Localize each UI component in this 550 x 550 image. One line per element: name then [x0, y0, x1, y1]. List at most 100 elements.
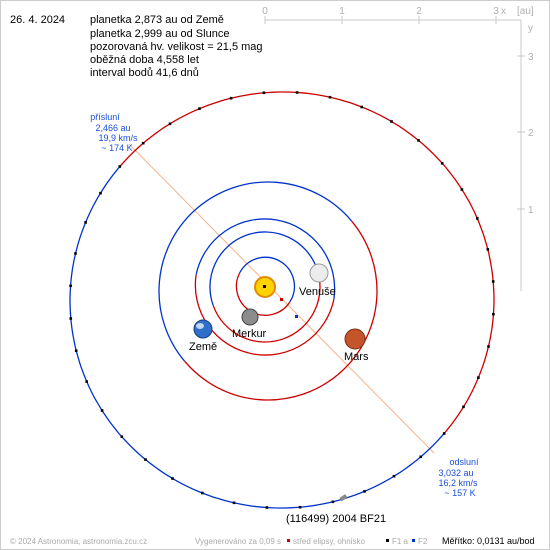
venus-orbit-south-arc	[212, 267, 321, 343]
orbit-point	[419, 455, 423, 459]
legend-f1-marker	[386, 539, 389, 542]
orbit-point	[74, 252, 77, 255]
mercury: Merkur	[232, 308, 267, 340]
orbit-point	[168, 122, 172, 126]
orbit-point	[295, 91, 299, 94]
aphelion-temperature: ~ 157 K	[444, 488, 475, 498]
orbit-point	[486, 248, 490, 251]
orbit-point	[201, 491, 204, 495]
orbit-point	[100, 409, 104, 412]
legend-f2-marker	[412, 539, 415, 542]
info-line: planetka 2,999 au od Slunce	[90, 28, 229, 40]
orbit-point	[171, 477, 174, 480]
orbit-point	[331, 500, 335, 504]
mercury-label: Merkur	[232, 328, 267, 340]
orbit-point	[118, 165, 122, 168]
orbit-point	[440, 162, 444, 165]
orbit-point	[144, 458, 147, 461]
ellipse-center-marker	[280, 298, 283, 301]
y-axis-name: y	[528, 23, 533, 34]
asteroid-orbit-upper-arc	[118, 91, 495, 434]
earth-disc	[193, 319, 213, 339]
aphelion-label: odsluní 3,032 au 16,2 km/s ~ 157 K	[438, 457, 479, 498]
orbit-point	[120, 435, 124, 438]
asteroid: (116499) 2004 BF21	[286, 494, 386, 525]
legend-f1-text: F1 a	[392, 537, 409, 546]
orbit-point	[298, 505, 302, 509]
earth-label: Země	[189, 341, 217, 353]
orbit-point	[476, 217, 479, 220]
earth-orbit-south-arc	[194, 274, 335, 356]
orbit-point	[477, 376, 480, 379]
mars-orbit-north-arc	[158, 181, 352, 362]
date-label: 26. 4. 2024	[10, 14, 65, 26]
orbit-point	[69, 317, 73, 320]
perihelion-title: přísluní	[90, 112, 120, 122]
orbit-point	[328, 95, 332, 99]
mercury-orbit-north-arc	[239, 256, 296, 302]
axis-unit: [au]	[517, 6, 534, 17]
orbit-point	[141, 141, 145, 145]
sun	[254, 276, 276, 298]
mars-disc	[344, 328, 366, 350]
focus-f1-marker	[263, 285, 266, 288]
asteroid-label: (116499) 2004 BF21	[286, 513, 386, 525]
legend-center-text: střed elipsy, ohnisko	[293, 537, 365, 546]
y-tick-label: 1	[528, 205, 534, 216]
earth-orbit-north-arc	[195, 218, 336, 300]
orbit-point	[492, 312, 495, 316]
orbit-point	[360, 105, 363, 109]
y-tick-label: 2	[528, 128, 534, 139]
orbit-point	[462, 405, 465, 409]
venus-label: Venuše	[299, 286, 336, 298]
orbit-point	[262, 91, 266, 95]
mars-label: Mars	[344, 351, 369, 363]
y-tick-label: 3	[528, 52, 534, 63]
orbit-point	[99, 191, 102, 195]
info-line: pozorovaná hv. velikost = 21,5 mag	[90, 41, 263, 53]
orbit-point	[390, 120, 393, 123]
perihelion-temperature: ~ 174 K	[101, 143, 132, 153]
asteroid-marker	[339, 494, 348, 502]
perihelion-label: přísluní 2,466 au 19,9 km/s ~ 174 K	[90, 112, 138, 153]
orbit-point	[74, 349, 78, 352]
aphelion-distance: 3,032 au	[438, 468, 473, 478]
x-axis-name: x	[501, 6, 506, 17]
orbit-point	[265, 506, 269, 509]
info-line: planetka 2,873 au od Země	[90, 14, 224, 26]
orbit-point	[487, 345, 490, 348]
info-line: oběžná doba 4,558 let	[90, 54, 199, 66]
orbit-point	[442, 432, 446, 435]
focus-f2-marker	[295, 315, 298, 318]
mars: Mars	[344, 328, 369, 363]
x-tick-label: 3	[493, 6, 499, 17]
venus-disc	[309, 263, 329, 283]
copyright-text: © 2024 Astronomia, astronomia.zcu.cz	[10, 537, 147, 546]
orbit-point	[232, 501, 236, 505]
generated-text: Vygenerováno za 0,09 s	[195, 537, 281, 546]
aphelion-title: odsluní	[449, 457, 479, 467]
earth: Země	[189, 319, 217, 353]
axes: 0 1 2 3 x [au] 3 2 1 y	[262, 6, 534, 291]
x-tick-label: 1	[339, 6, 345, 17]
header: 26. 4. 2024 planetka 2,873 au od Země pl…	[10, 14, 263, 79]
orbit-point	[491, 280, 495, 283]
x-tick-label: 0	[262, 6, 268, 17]
orbit-point	[363, 490, 366, 493]
footer: © 2024 Astronomia, astronomia.zcu.cz Vyg…	[10, 536, 535, 546]
orbit-point	[69, 284, 72, 288]
x-tick-label: 2	[416, 6, 422, 17]
orbit-point	[85, 380, 88, 383]
orbit-point	[229, 96, 233, 100]
orbit-point	[460, 188, 464, 191]
venus: Venuše	[299, 263, 336, 298]
venus-orbit-north-arc	[209, 231, 318, 307]
scale-text: Měřítko: 0,0131 au/bod	[442, 536, 535, 546]
planet-orbits	[158, 181, 378, 401]
orbit-point	[392, 474, 396, 478]
mars-orbit-south-arc	[184, 220, 378, 401]
mercury-disc	[241, 308, 259, 326]
perihelion-speed: 19,9 km/s	[98, 133, 138, 143]
